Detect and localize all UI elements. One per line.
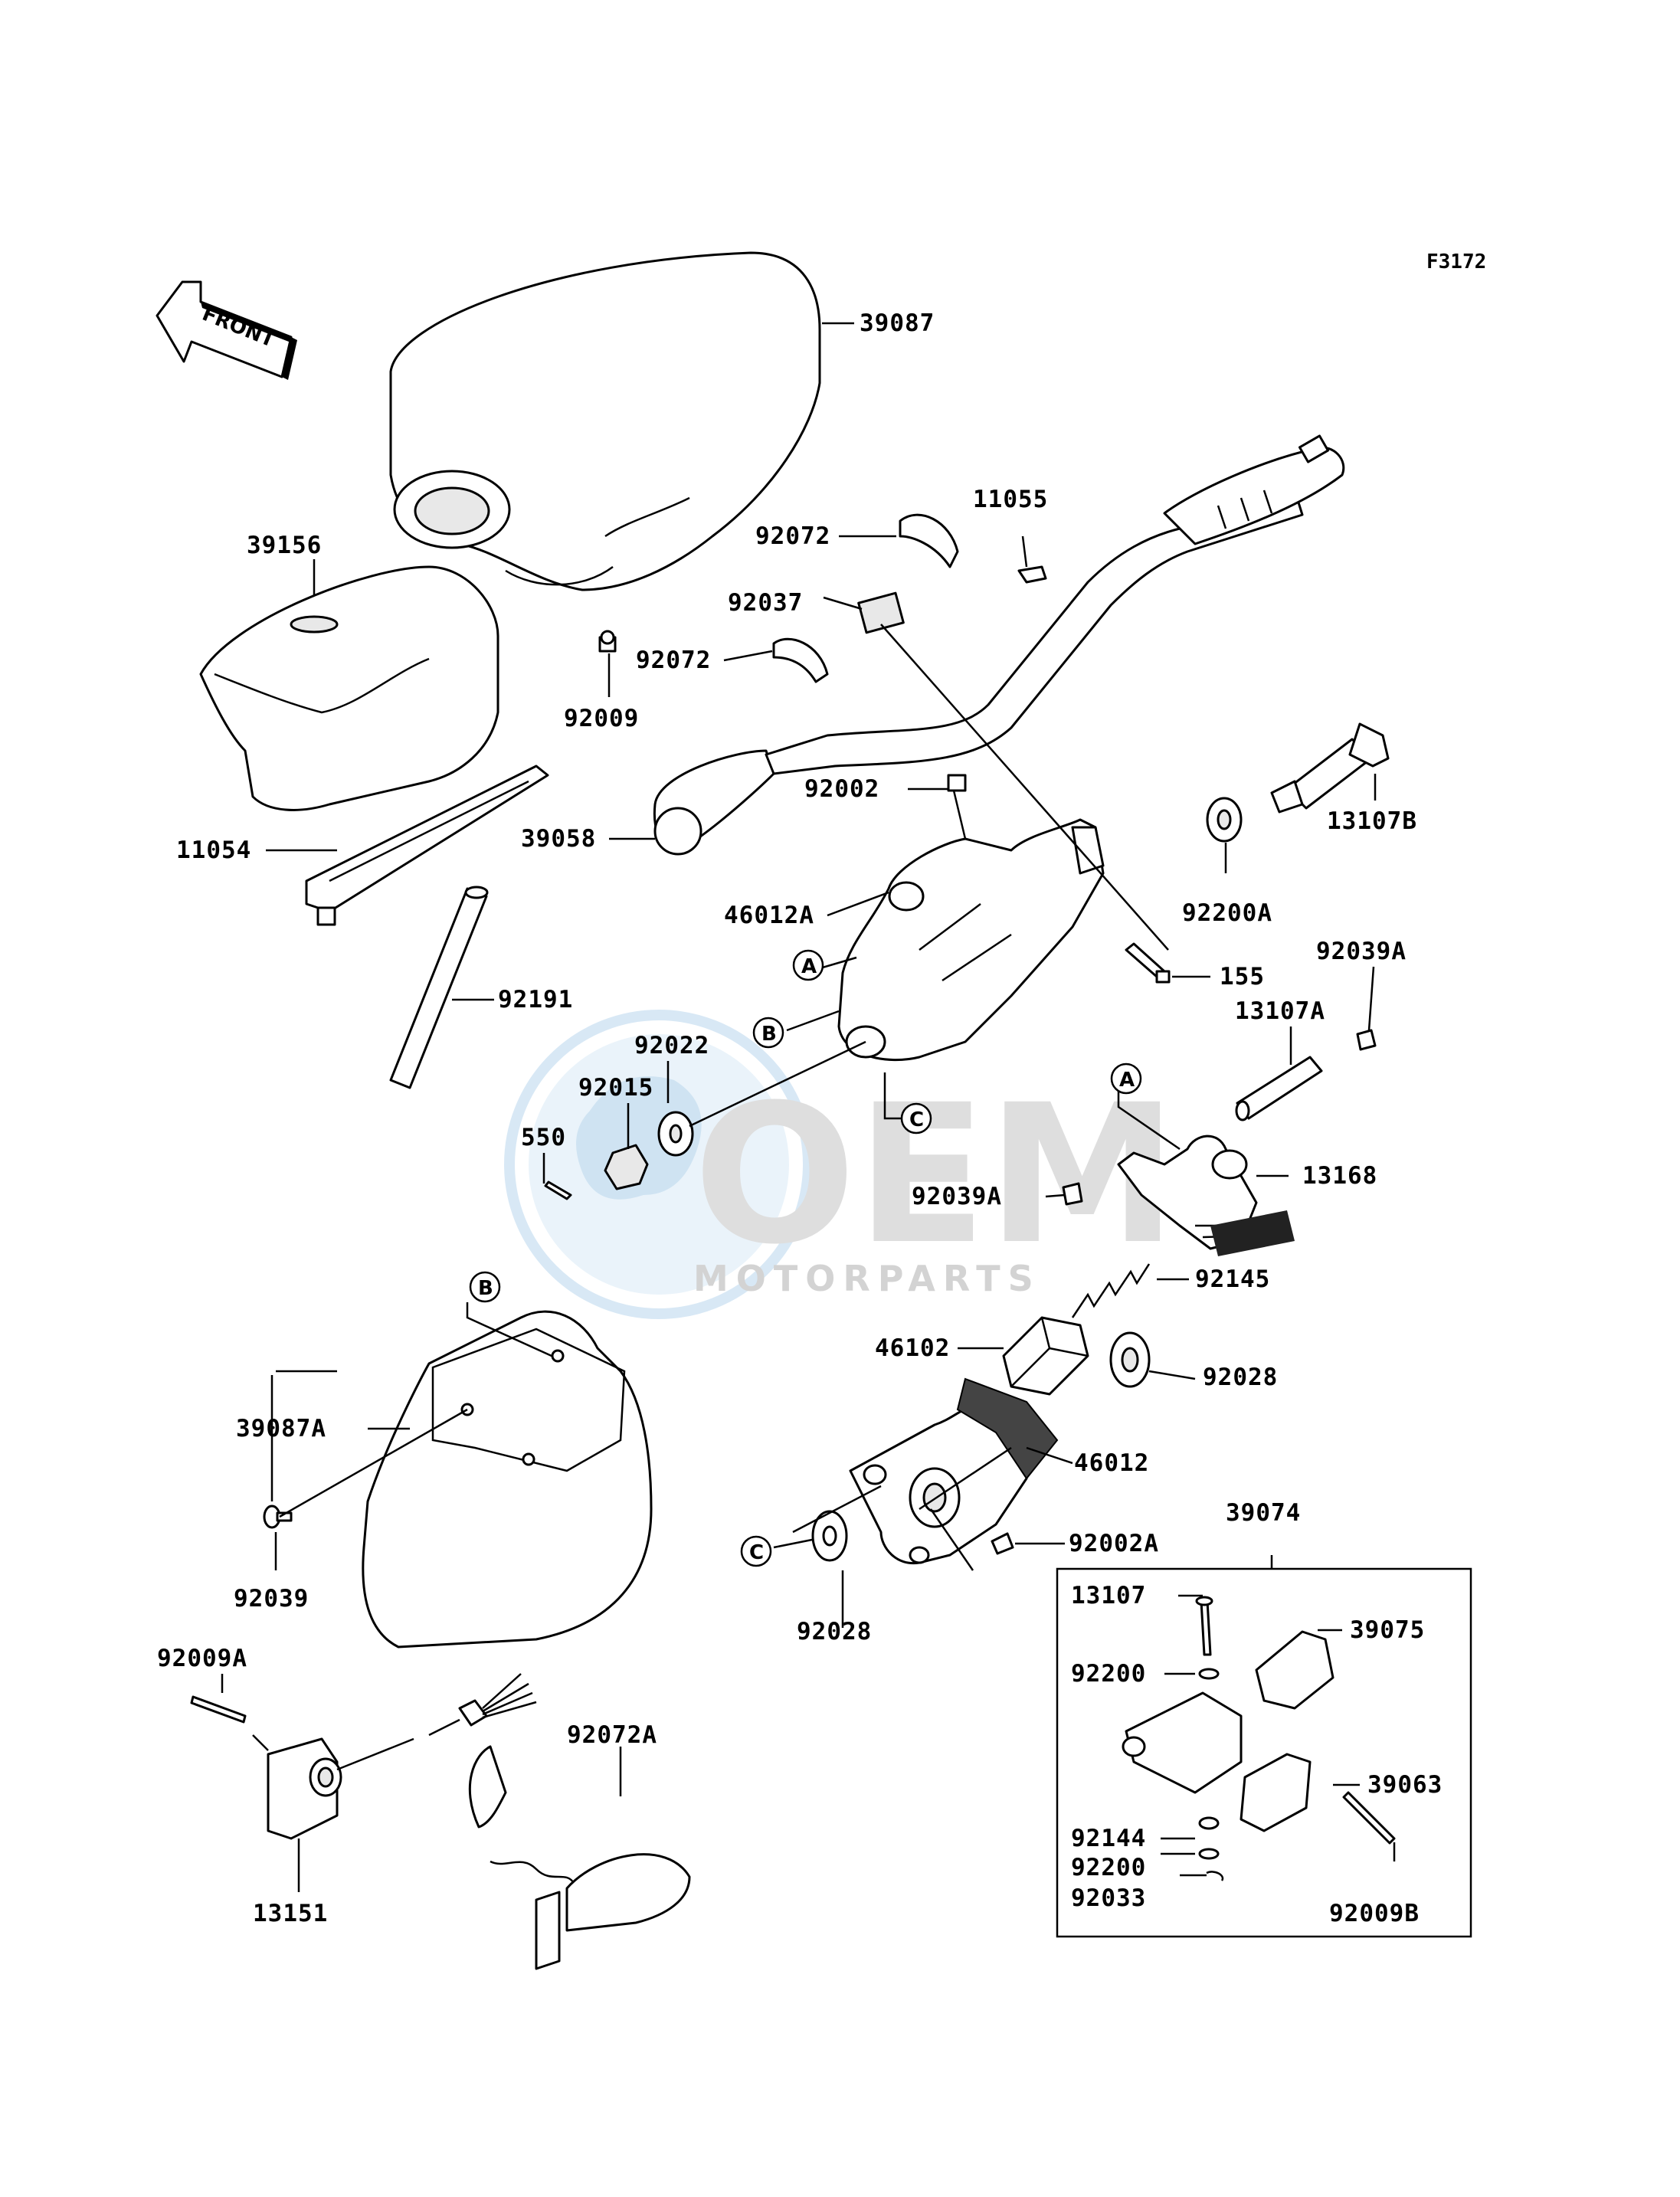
label-92200-b: 92200	[1071, 1854, 1146, 1881]
part-labels: 39087 39156 92009 11054 92191 92072 9203…	[157, 309, 1443, 1927]
part-92072-clamp-mid	[772, 637, 829, 683]
label-13168: 13168	[1302, 1162, 1377, 1190]
part-92072a-lanyard	[468, 1745, 691, 1970]
label-92144: 92144	[1071, 1825, 1146, 1852]
label-92033: 92033	[1071, 1884, 1146, 1912]
label-92039a-low: 92039A	[912, 1183, 1002, 1210]
label-92200a: 92200A	[1182, 899, 1272, 927]
callout-a-upper: A	[792, 949, 824, 981]
label-46012a: 46012A	[724, 902, 814, 929]
callout-b-upper: B	[752, 1017, 784, 1049]
callout-a-lower: A	[1110, 1062, 1142, 1095]
label-92015: 92015	[578, 1074, 653, 1102]
label-92039: 92039	[234, 1585, 309, 1613]
svg-text:B: B	[761, 1023, 777, 1046]
figure-code: F3172	[1426, 250, 1486, 273]
label-92072-top: 92072	[755, 522, 830, 550]
part-46012a-bracket	[837, 818, 1105, 1062]
label-92022: 92022	[634, 1032, 709, 1059]
callout-c-upper: C	[900, 1102, 932, 1135]
part-92039a-rivet-low	[1062, 1182, 1083, 1206]
watermark-text: OEM	[693, 1063, 1177, 1286]
part-13107b-pin	[1270, 722, 1390, 814]
part-155-bolt	[1125, 942, 1171, 984]
part-92015-nut	[604, 1144, 649, 1190]
part-39087-handlebar-cover	[389, 251, 821, 591]
label-13107a: 13107A	[1235, 997, 1325, 1025]
label-11055: 11055	[973, 486, 1048, 513]
part-92191-rod	[389, 886, 489, 1089]
part-39156-pad	[199, 565, 499, 811]
part-46012-gear-bracket	[849, 1377, 1059, 1565]
part-39087a-housing	[362, 1310, 653, 1649]
callout-c-lower: C	[740, 1535, 772, 1567]
watermark-subtext: MOTORPARTS	[693, 1258, 1041, 1299]
leader-lines	[221, 322, 1396, 1892]
part-13107a-pin	[1235, 1056, 1323, 1121]
part-46102-block	[1002, 1316, 1089, 1396]
part-92002-bolt	[947, 774, 967, 792]
label-92039a-top: 92039A	[1316, 938, 1407, 965]
label-39087: 39087	[860, 309, 935, 337]
label-92191: 92191	[498, 986, 573, 1013]
svg-text:C: C	[909, 1108, 924, 1131]
svg-text:A: A	[801, 955, 817, 978]
label-46012: 46012	[1074, 1449, 1149, 1477]
part-92022-washer	[657, 1111, 694, 1157]
label-92028-right: 92028	[1203, 1364, 1278, 1391]
svg-text:B: B	[478, 1277, 493, 1300]
label-46102: 46102	[875, 1334, 950, 1362]
callout-circles: A B C A B C	[469, 949, 1142, 1567]
label-11054: 11054	[176, 837, 251, 864]
part-39058-handlebar	[653, 434, 1345, 856]
callout-b-lower: B	[469, 1271, 501, 1303]
part-92145-spring	[1071, 1263, 1151, 1318]
kit-39074-box	[1056, 1567, 1472, 1938]
part-92039a-rivet-top	[1356, 1029, 1377, 1051]
part-11055-clip	[1017, 565, 1047, 584]
label-39087a: 39087A	[236, 1415, 326, 1442]
label-13151: 13151	[253, 1900, 328, 1927]
part-92028-washer-right	[1109, 1331, 1151, 1388]
part-92072-clamp-top	[899, 513, 959, 568]
label-155: 155	[1220, 963, 1265, 990]
part-92200a-washer	[1206, 797, 1243, 843]
svg-text:A: A	[1119, 1069, 1135, 1092]
label-92072-mid: 92072	[636, 647, 711, 674]
label-39075: 39075	[1350, 1616, 1425, 1644]
part-11054-bracket	[305, 765, 549, 926]
svg-text:C: C	[749, 1541, 764, 1564]
part-92009-bolt	[598, 630, 617, 653]
label-13107: 13107	[1071, 1582, 1146, 1609]
part-92002a-bolt	[991, 1532, 1014, 1555]
front-arrow-icon: FRONT	[156, 280, 297, 380]
label-39058: 39058	[521, 825, 596, 853]
label-92002: 92002	[804, 775, 879, 803]
part-92009a-bolt	[190, 1695, 247, 1724]
label-92009a: 92009A	[157, 1645, 247, 1672]
label-92037: 92037	[728, 589, 803, 617]
label-39063: 39063	[1367, 1771, 1443, 1799]
part-92039-rivet	[263, 1505, 293, 1529]
part-92037-clip	[857, 591, 905, 634]
part-550-cotter-pin	[544, 1180, 572, 1200]
label-39156: 39156	[247, 532, 322, 559]
label-39074: 39074	[1226, 1499, 1301, 1527]
label-92145: 92145	[1195, 1265, 1270, 1293]
label-92009: 92009	[564, 705, 639, 732]
label-13107b: 13107B	[1327, 807, 1417, 835]
label-92002a: 92002A	[1069, 1530, 1159, 1557]
label-92028-low: 92028	[797, 1618, 872, 1645]
part-13151-switch	[267, 1673, 537, 1840]
part-13168-lever	[1117, 1135, 1295, 1256]
label-92009b: 92009B	[1329, 1900, 1420, 1927]
label-92072a: 92072A	[567, 1721, 657, 1749]
part-92028-washer-low	[811, 1510, 848, 1562]
label-92200-a: 92200	[1071, 1660, 1146, 1688]
label-550: 550	[521, 1124, 566, 1151]
